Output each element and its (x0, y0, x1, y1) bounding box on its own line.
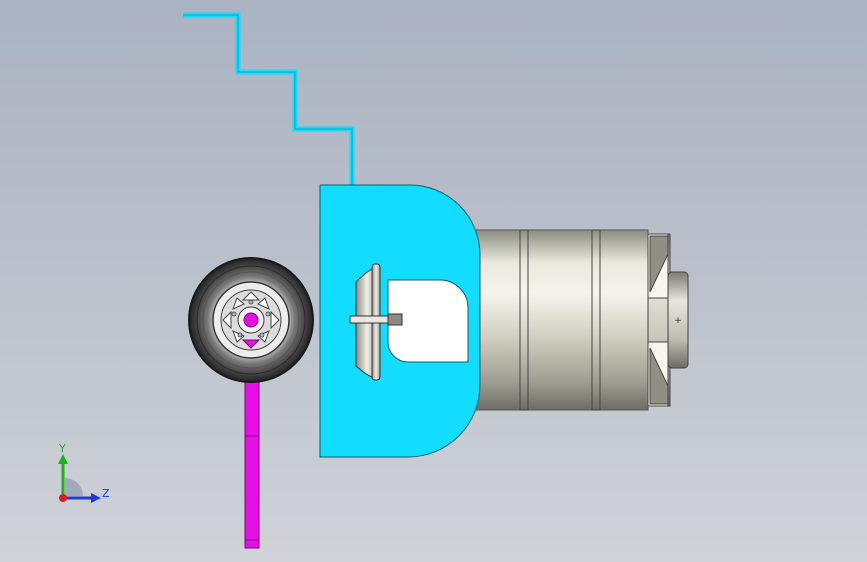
drum-assembly[interactable]: + (469, 229, 689, 411)
tire-tread-inner (196, 265, 306, 375)
wheel-lug-holes (231, 299, 271, 338)
wheel-hub-center[interactable] (243, 312, 259, 328)
drum-end-flange-lower-wedge (649, 347, 669, 405)
z-axis-arrow-icon (91, 493, 101, 503)
drum-hub-cap[interactable] (667, 271, 689, 369)
y-axis-label: Y (58, 442, 66, 455)
tire-tread-inner-2 (202, 271, 300, 369)
hub-center-mark: + (674, 316, 682, 326)
wheel-spokes (222, 291, 280, 343)
y-axis-arrow-icon (58, 454, 68, 464)
drum-rib-left (519, 229, 529, 411)
x-axis-dot-icon (59, 494, 67, 502)
drum-end-flange-upper-wedge (649, 235, 669, 293)
wheel-assembly[interactable] (188, 257, 314, 383)
probe-tip (387, 313, 403, 326)
triad-plane (65, 478, 83, 496)
coordinate-axes-triad-icon: Y Z (58, 442, 110, 503)
z-axis-label: Z (102, 487, 110, 500)
magenta-support-bar[interactable] (244, 377, 260, 549)
stepped-pipe-outline (183, 14, 353, 185)
stepped-pipe[interactable] (183, 12, 355, 185)
cyan-housing[interactable] (319, 184, 481, 458)
drum-body[interactable] (469, 229, 649, 411)
wheel-valve-marker (241, 339, 261, 349)
housing-window (387, 279, 469, 363)
drum-rib-right (591, 229, 601, 411)
